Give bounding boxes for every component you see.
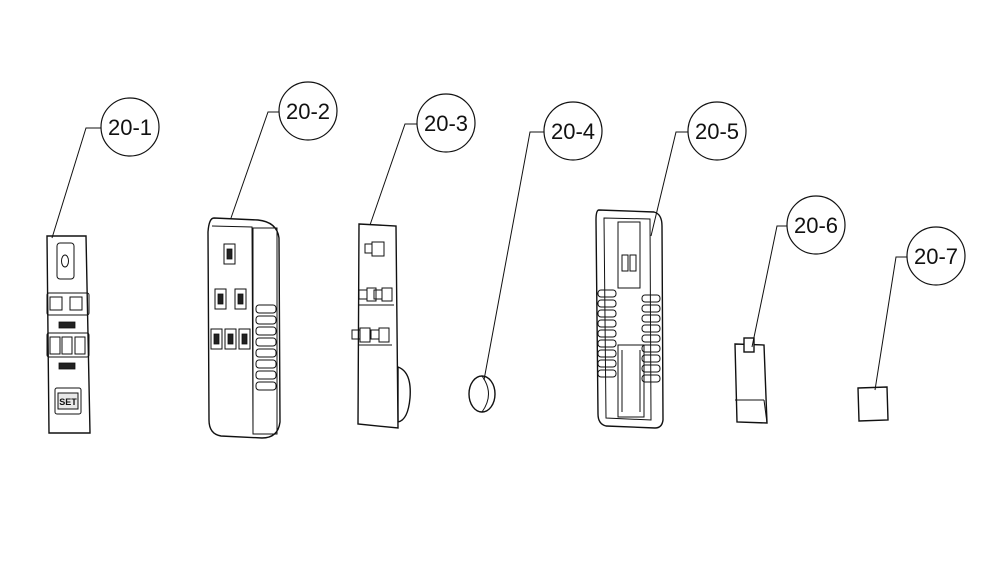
callout-20-2: 20-2: [278, 81, 338, 141]
circuit-board-icon: [351, 223, 411, 429]
svg-text:20-5: 20-5: [695, 119, 739, 144]
keypad-set-label: SET: [59, 397, 77, 407]
foam-pad-icon: [857, 386, 889, 422]
remote-rear-housing-icon: [595, 209, 664, 429]
svg-text:20-4: 20-4: [551, 119, 595, 144]
svg-text:20-7: 20-7: [914, 244, 958, 269]
leader-line-20-5: [650, 131, 689, 237]
callout-20-3: 20-3: [416, 93, 476, 153]
coin-battery-icon: [468, 375, 496, 413]
leader-line-20-3: [369, 123, 418, 226]
battery-clip-icon: [734, 337, 768, 424]
callout-20-6: 20-6: [786, 195, 846, 255]
leader-line-20-1: [51, 127, 101, 239]
callout-20-7: 20-7: [906, 226, 966, 286]
svg-text:20-1: 20-1: [108, 115, 152, 140]
leader-line-20-4: [483, 131, 544, 381]
membrane-keypad-icon: SET: [46, 235, 91, 434]
remote-front-housing-icon: [207, 217, 281, 439]
callout-20-1: 20-1: [100, 97, 160, 157]
leader-line-20-7: [874, 256, 908, 391]
callout-20-4: 20-4: [543, 101, 603, 161]
svg-text:20-2: 20-2: [286, 99, 330, 124]
leader-line-20-2: [230, 111, 280, 219]
svg-text:20-3: 20-3: [424, 111, 468, 136]
svg-text:20-6: 20-6: [794, 213, 838, 238]
leader-lines: [51, 111, 908, 391]
leader-line-20-6: [751, 225, 788, 348]
callout-20-5: 20-5: [687, 101, 747, 161]
